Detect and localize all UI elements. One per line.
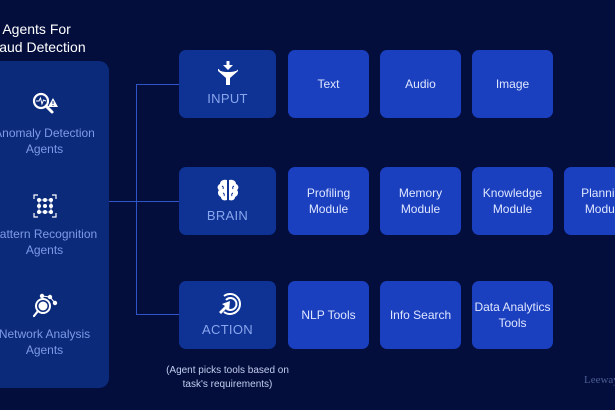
action-note: (Agent picks tools based on task's requi… xyxy=(166,365,289,390)
item-memory-module: Memory Module xyxy=(380,167,461,235)
category-label: ACTION xyxy=(202,322,253,337)
category-brain: BRAIN xyxy=(179,167,276,235)
item-knowledge-module: Knowledge Module xyxy=(472,167,553,235)
funnel-icon xyxy=(217,61,238,85)
category-label: INPUT xyxy=(207,91,248,106)
connector-to-input xyxy=(136,84,179,85)
item-planning-module: Planning Module xyxy=(564,167,615,235)
title-line-2: Fraud Detection xyxy=(0,39,86,55)
anomaly-search-warning-icon xyxy=(32,92,58,114)
item-profiling-module: Profiling Module xyxy=(288,167,369,235)
connector-to-action xyxy=(136,314,179,315)
brain-icon xyxy=(217,179,238,201)
item-image: Image xyxy=(472,50,553,118)
category-label: BRAIN xyxy=(206,208,249,223)
category-input: INPUT xyxy=(179,50,276,118)
diagram-title: AI Agents For Fraud Detection xyxy=(0,20,116,56)
pattern-grid-icon xyxy=(32,194,57,218)
watermark: Leewayhertz xyxy=(584,374,615,386)
cursor-click-icon xyxy=(218,293,241,315)
item-audio: Audio xyxy=(380,50,461,118)
connector-panel-to-brain xyxy=(109,201,179,202)
connector-vertical xyxy=(136,84,137,314)
category-action: ACTION xyxy=(179,281,276,349)
item-info-search: Info Search xyxy=(380,281,461,349)
item-data-analytics-tools: Data Analytics Tools xyxy=(472,281,553,349)
item-nlp-tools: NLP Tools xyxy=(288,281,369,349)
item-text: Text xyxy=(288,50,369,118)
network-analysis-icon xyxy=(32,293,57,318)
title-line-1: AI Agents For xyxy=(0,21,71,37)
